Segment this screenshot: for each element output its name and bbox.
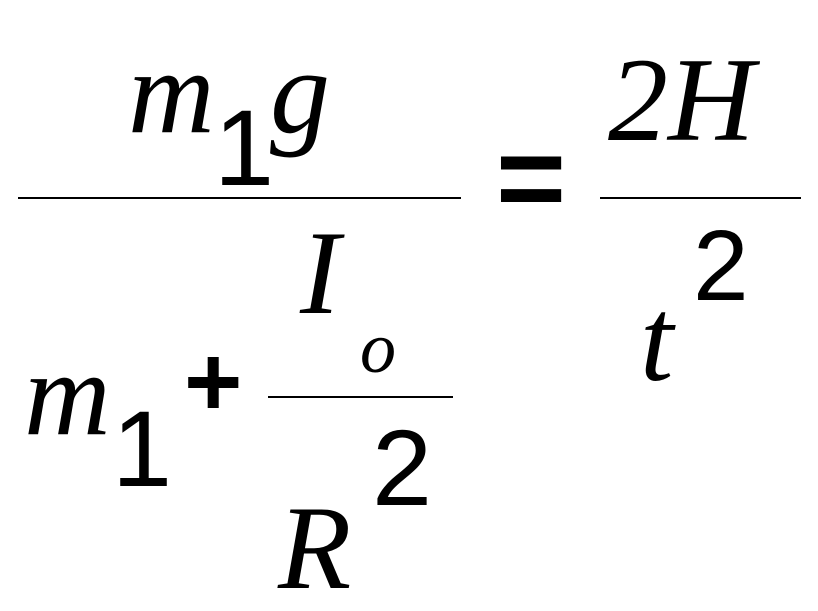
numerator-m: m — [128, 25, 215, 158]
inner-fraction-bar — [268, 396, 453, 398]
numerator-m-subscript: 1 — [214, 87, 275, 208]
inner-numerator-I-subscript: o — [360, 308, 396, 388]
equals-sign: = — [496, 111, 567, 245]
right-fraction-bar — [600, 197, 801, 199]
inner-numerator-I: I — [300, 206, 340, 339]
right-denominator-t: t — [640, 273, 674, 406]
plus-sign: + — [184, 326, 243, 438]
right-numerator: 2H — [608, 33, 755, 166]
denominator-m-subscript: 1 — [112, 388, 173, 509]
inner-denominator-R: R — [278, 481, 352, 611]
right-denominator-t-superscript: 2 — [693, 210, 749, 322]
inner-denominator-R-superscript: 2 — [372, 407, 433, 528]
numerator-g: g — [270, 25, 330, 158]
main-fraction-bar — [18, 197, 461, 199]
denominator-m: m — [24, 327, 111, 460]
